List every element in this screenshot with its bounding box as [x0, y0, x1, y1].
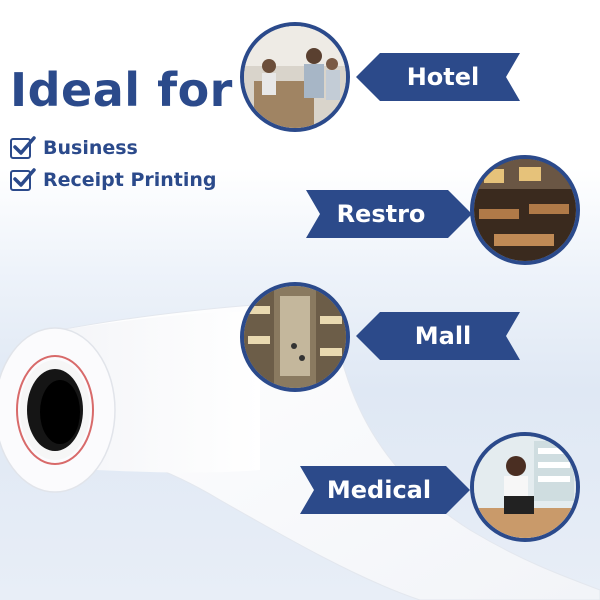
use-case-mall-banner: Mall — [356, 312, 520, 360]
restaurant-interior-photo — [470, 155, 580, 265]
use-case-label: Mall — [414, 322, 472, 350]
use-case-label: Hotel — [406, 63, 480, 91]
use-case-hotel-banner: Hotel — [356, 53, 520, 101]
checkbox-checked-icon — [10, 135, 36, 159]
list-item-label: Receipt Printing — [43, 169, 217, 191]
use-case-label: Medical — [326, 476, 432, 504]
pharmacy-counter-photo — [470, 432, 580, 542]
page-title: Ideal for — [10, 63, 233, 117]
hotel-reception-photo — [240, 22, 350, 132]
thermal-paper-roll-image — [0, 299, 600, 600]
use-case-medical-banner: Medical — [300, 466, 470, 514]
benefit-checklist: Business Receipt Printing — [10, 132, 217, 196]
checkbox-checked-icon — [10, 167, 36, 191]
use-case-restro-banner: Restro — [306, 190, 472, 238]
list-item: Receipt Printing — [10, 164, 217, 196]
list-item: Business — [10, 132, 217, 164]
shopping-mall-photo — [240, 282, 350, 392]
use-case-label: Restro — [336, 200, 426, 228]
list-item-label: Business — [43, 137, 138, 159]
